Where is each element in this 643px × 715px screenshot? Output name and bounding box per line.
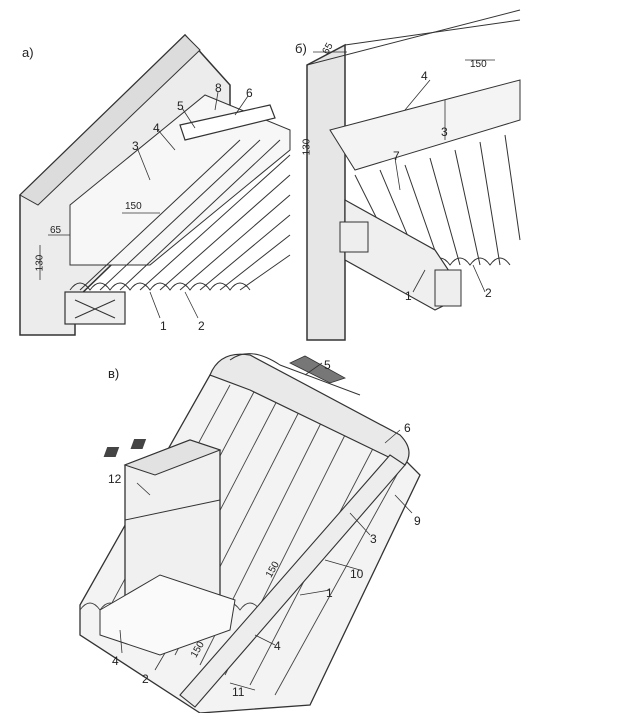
panel-c-letter: в) (108, 366, 120, 381)
callout-11: 11 (232, 685, 245, 699)
dim-150: 150 (125, 201, 142, 212)
callout-2: 2 (485, 286, 492, 300)
callout-2: 2 (198, 319, 205, 333)
panel-c: в) 1 2 3 4 4 5 6 9 10 11 12 150 150 (60, 335, 440, 713)
callout-4-right: 4 (274, 639, 281, 653)
callout-2: 2 (142, 672, 149, 686)
callout-8: 8 (215, 81, 222, 95)
panel-b-letter: б) (295, 41, 307, 56)
dim-65: 65 (50, 225, 62, 236)
panel-a-drawing (19, 33, 291, 336)
panel-b-drawing (306, 9, 521, 341)
callout-4: 4 (421, 69, 428, 83)
callout-10: 10 (350, 567, 364, 581)
callout-1: 1 (160, 319, 167, 333)
callout-3: 3 (370, 532, 377, 546)
panel-a-letter: а) (22, 45, 34, 60)
callout-4-left: 4 (112, 654, 119, 668)
callout-6: 6 (246, 86, 253, 100)
callout-7: 7 (393, 149, 400, 163)
dim-130: 130 (301, 138, 313, 156)
dim-150: 150 (470, 59, 487, 70)
callout-3: 3 (441, 125, 448, 139)
callout-5: 5 (177, 99, 184, 113)
dim-130: 130 (34, 254, 46, 272)
callout-6: 6 (404, 421, 411, 435)
callout-1: 1 (405, 289, 412, 303)
callout-3: 3 (132, 139, 139, 153)
callout-4: 4 (153, 121, 160, 135)
panel-a: а) 1 2 3 4 5 6 8 65 130 150 (0, 0, 300, 345)
callout-1: 1 (326, 586, 333, 600)
panel-c-drawing (79, 353, 421, 713)
callout-5: 5 (324, 358, 331, 372)
callout-9: 9 (414, 514, 421, 528)
callout-12: 12 (108, 472, 122, 486)
panel-b: б) 1 2 3 4 7 65 130 150 (295, 0, 535, 345)
